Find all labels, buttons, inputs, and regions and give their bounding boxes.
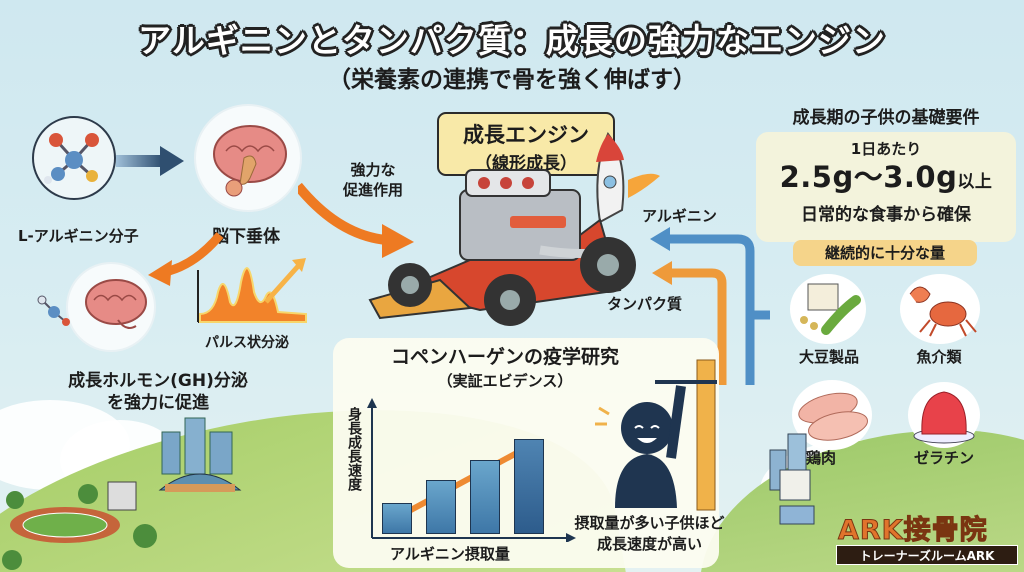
shrimp-crab-icon [909, 286, 977, 337]
chart-bar-3 [470, 460, 500, 534]
food-label-gelatin: ゼラチン [913, 449, 974, 467]
molecule-circle [32, 116, 116, 200]
food-label-soy: 大豆製品 [798, 348, 859, 366]
brain-pituitary-icon [213, 125, 287, 197]
molecule-label: L-アルギニン分子 [18, 227, 139, 245]
city-buildings-icon [769, 433, 815, 525]
chicken-breast-icon [798, 392, 868, 441]
tofu-edamame-icon [800, 283, 861, 335]
requirements-title: 成長期の子供の基礎要件 [792, 108, 980, 128]
chart-axes [367, 398, 576, 542]
food-label-seafood: 魚介類 [916, 348, 962, 366]
molecule-small-icon [37, 295, 70, 326]
gh-label: 成長ホルモン(GH)分泌 を強力に促進 [38, 370, 278, 414]
pituitary-label: 脳下垂体 [212, 227, 280, 247]
pulse-label: パルス状分泌 [205, 335, 289, 351]
arrow-to-pituitary [116, 146, 184, 176]
arrow-to-engine [298, 182, 414, 258]
brain-icon [85, 279, 147, 329]
gh-label-line1: 成長ホルモン(GH)分泌 [68, 371, 248, 391]
gh-brain-circle [66, 262, 156, 352]
growth-engine-box: 成長エンジン （線形成長） [437, 112, 615, 176]
daily-amount-suffix: 以上 [957, 172, 993, 192]
stadium-city-illustration [2, 417, 242, 570]
child-measuring-height-icon [595, 359, 717, 511]
pituitary-circle [194, 104, 302, 212]
chart-bar-4 [514, 439, 544, 534]
chart-bar-2 [426, 480, 456, 534]
boost-label-line1: 強力な [350, 161, 396, 179]
boost-label: 強力な 促進作用 [343, 160, 403, 200]
food-chicken-circle [792, 380, 872, 450]
study-title: コペンハーゲンの疫学研究 [390, 346, 619, 368]
food-label-chicken: 鶏肉 [805, 449, 836, 467]
chart-y-axis-label: 身長成長速度 [346, 407, 362, 491]
food-soy-circle [790, 274, 866, 344]
boost-label-line2: 促進作用 [343, 181, 404, 199]
gelatin-jelly-icon [913, 391, 975, 444]
growth-bar-chart [376, 400, 564, 534]
chart-bar-1 [382, 503, 412, 534]
source-label: 日常的な食事から確保 [801, 205, 971, 225]
protein-input-label: タンパク質 [607, 295, 683, 313]
arginine-input-label: アルギニン [642, 207, 717, 225]
page-subtitle: （栄養素の連携で骨を強く伸ばす） [328, 67, 696, 93]
arrow-to-gh [148, 232, 224, 286]
clinic-logo: ARK接骨院 [838, 515, 988, 547]
race-car-engine-illustration [368, 132, 660, 326]
continuous-amount-badge: 継続的に十分な量 [793, 240, 977, 266]
nutrient-input-arrows [650, 227, 770, 385]
requirements-box: 1日あたり 2.5g〜3.0g以上 日常的な食事から確保 [756, 132, 1016, 242]
study-subtitle: （実証エビデンス） [437, 372, 573, 390]
food-gelatin-circle [908, 382, 980, 448]
study-result: 摂取量が多い子供ほど 成長速度が高い [537, 513, 762, 555]
per-day-label: 1日あたり [850, 140, 922, 158]
arginine-molecule-icon [44, 133, 99, 184]
page-title: アルギニンとタンパク質：成長の強力なエンジン [138, 21, 886, 60]
pulse-secretion-icon [197, 258, 307, 323]
gh-label-line2: を強力に促進 [107, 393, 209, 413]
engine-title: 成長エンジン [463, 123, 589, 147]
study-result-line2: 成長速度が高い [596, 535, 702, 553]
daily-amount-value: 2.5g〜3.0g [779, 160, 958, 194]
study-result-line1: 摂取量が多い子供ほど [574, 514, 725, 532]
daily-amount: 2.5g〜3.0g以上 [756, 159, 1016, 200]
clinic-logo-subtitle: トレーナーズルームARK [836, 545, 1018, 565]
chart-x-axis-label: アルギニン摂取量 [390, 545, 510, 563]
food-seafood-circle [900, 274, 980, 344]
